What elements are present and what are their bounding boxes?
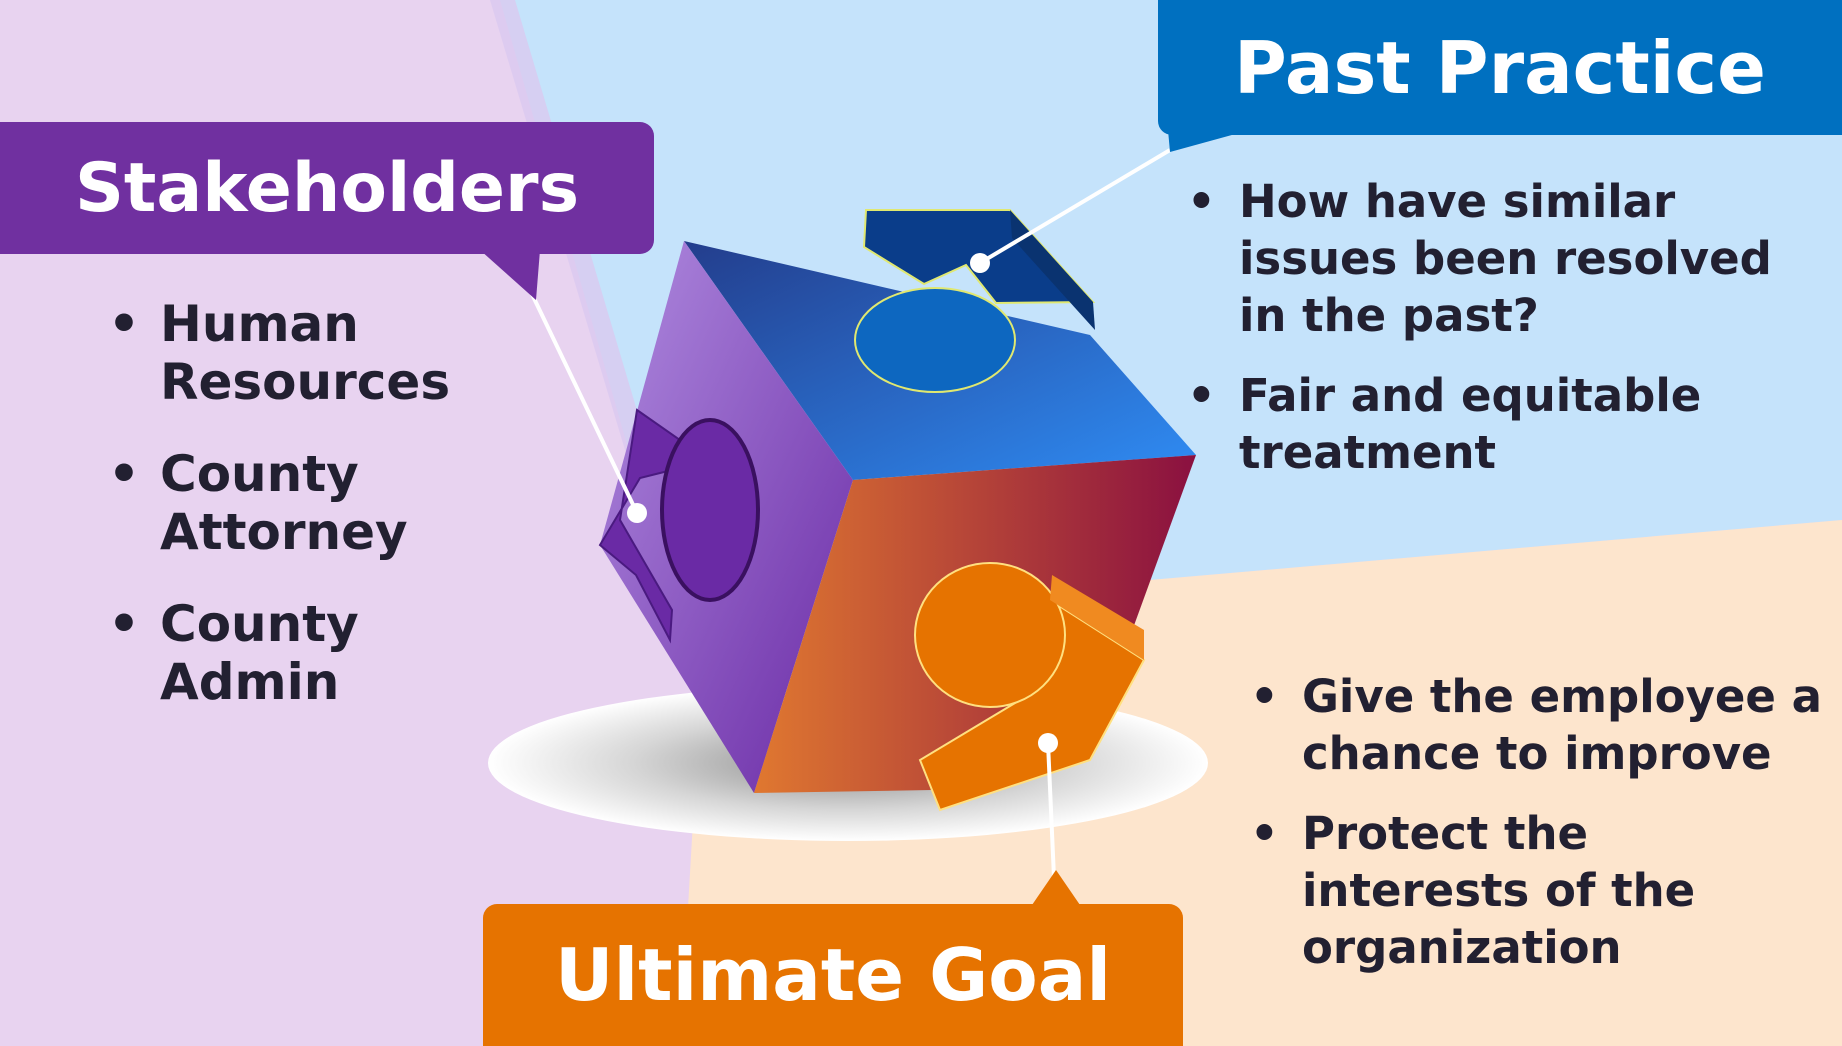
list-item: County Attorney bbox=[108, 445, 538, 561]
list-item: Human Resources bbox=[108, 295, 538, 411]
ultimate-goal-list: Give the employee a chance to improve Pr… bbox=[1250, 668, 1830, 999]
list-item: Protect the interests of the organizatio… bbox=[1250, 805, 1830, 976]
list-item: Give the employee a chance to improve bbox=[1250, 668, 1830, 782]
stakeholders-title: Stakeholders bbox=[0, 122, 654, 254]
stakeholders-list: Human Resources County Attorney County A… bbox=[108, 295, 538, 745]
past-practice-title: Past Practice bbox=[1158, 0, 1842, 135]
ultimate-goal-title: Ultimate Goal bbox=[483, 904, 1183, 1046]
list-item: How have similar issues been resolved in… bbox=[1187, 173, 1827, 344]
list-item: Fair and equitable treatment bbox=[1187, 367, 1827, 481]
list-item: County Admin bbox=[108, 595, 538, 711]
past-practice-list: How have similar issues been resolved in… bbox=[1187, 173, 1827, 504]
